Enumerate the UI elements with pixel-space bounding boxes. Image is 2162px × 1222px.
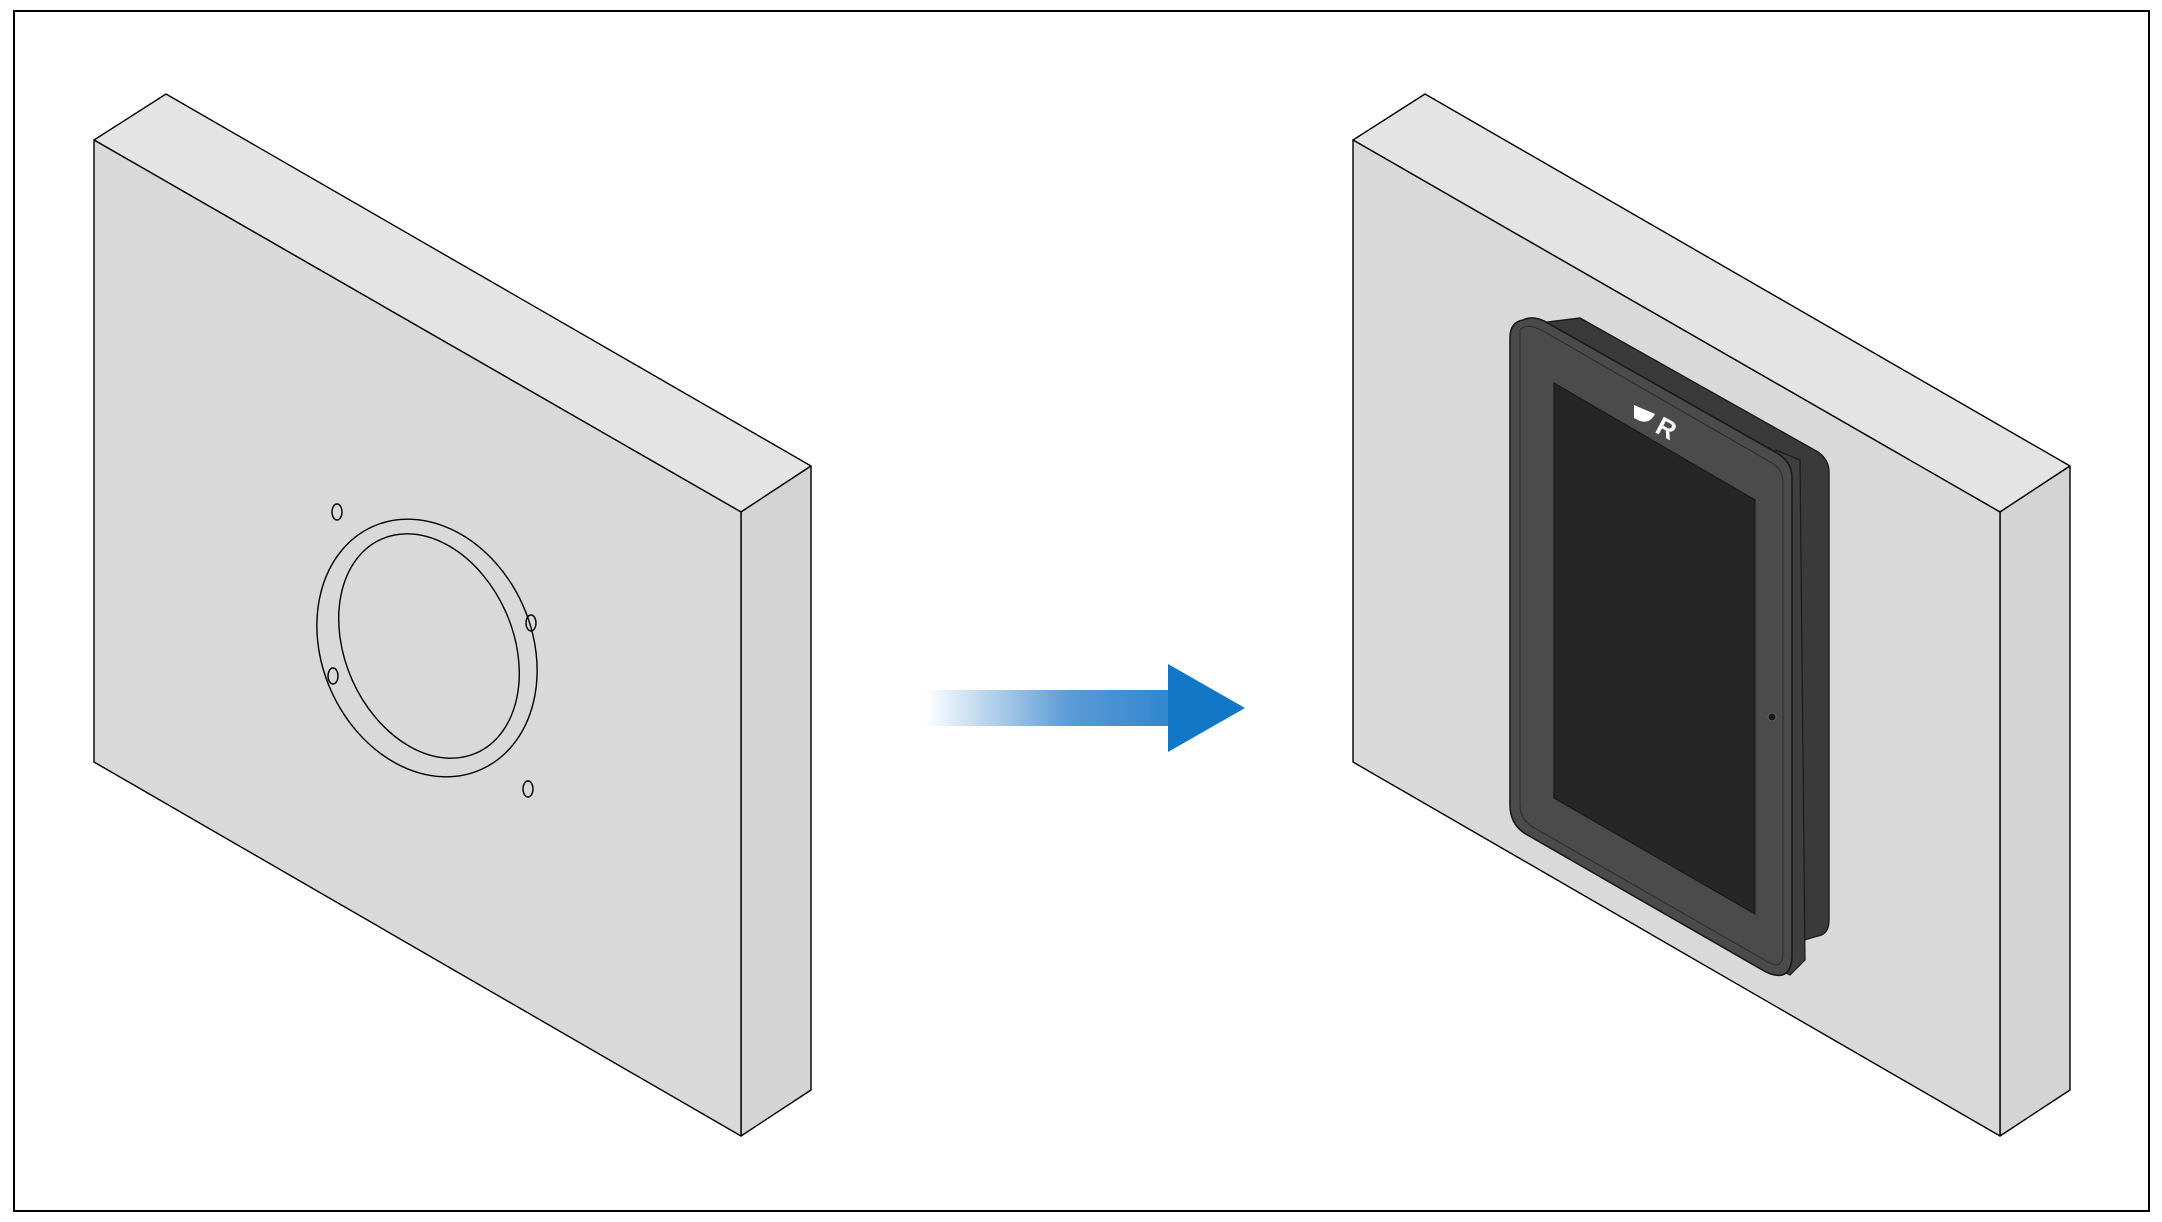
fixing-hole-top-right <box>525 614 537 632</box>
arrow-shaft <box>925 690 1170 726</box>
panel-front-face <box>93 139 742 1137</box>
display-screen <box>1553 381 1756 916</box>
panel-with-cutout <box>93 93 812 1137</box>
arrow-right-icon <box>925 664 1245 752</box>
fixing-hole-top-left <box>331 503 343 521</box>
display-unit: R <box>1509 317 1830 977</box>
panel-with-display: R <box>1352 93 2071 1137</box>
cutout-gasket-ring <box>316 518 538 778</box>
panel-side-face-right <box>1999 465 2071 1137</box>
fixing-hole-bottom-right <box>522 780 534 798</box>
fixing-hole-bottom-left <box>327 667 339 685</box>
display-sensor-dot <box>1767 712 1777 722</box>
display-bezel-edge <box>1519 325 1784 966</box>
arrow-head <box>1168 664 1245 752</box>
panel-side-face <box>740 465 812 1137</box>
brand-logo-shape <box>1634 405 1655 422</box>
cutout-hole <box>338 533 520 759</box>
